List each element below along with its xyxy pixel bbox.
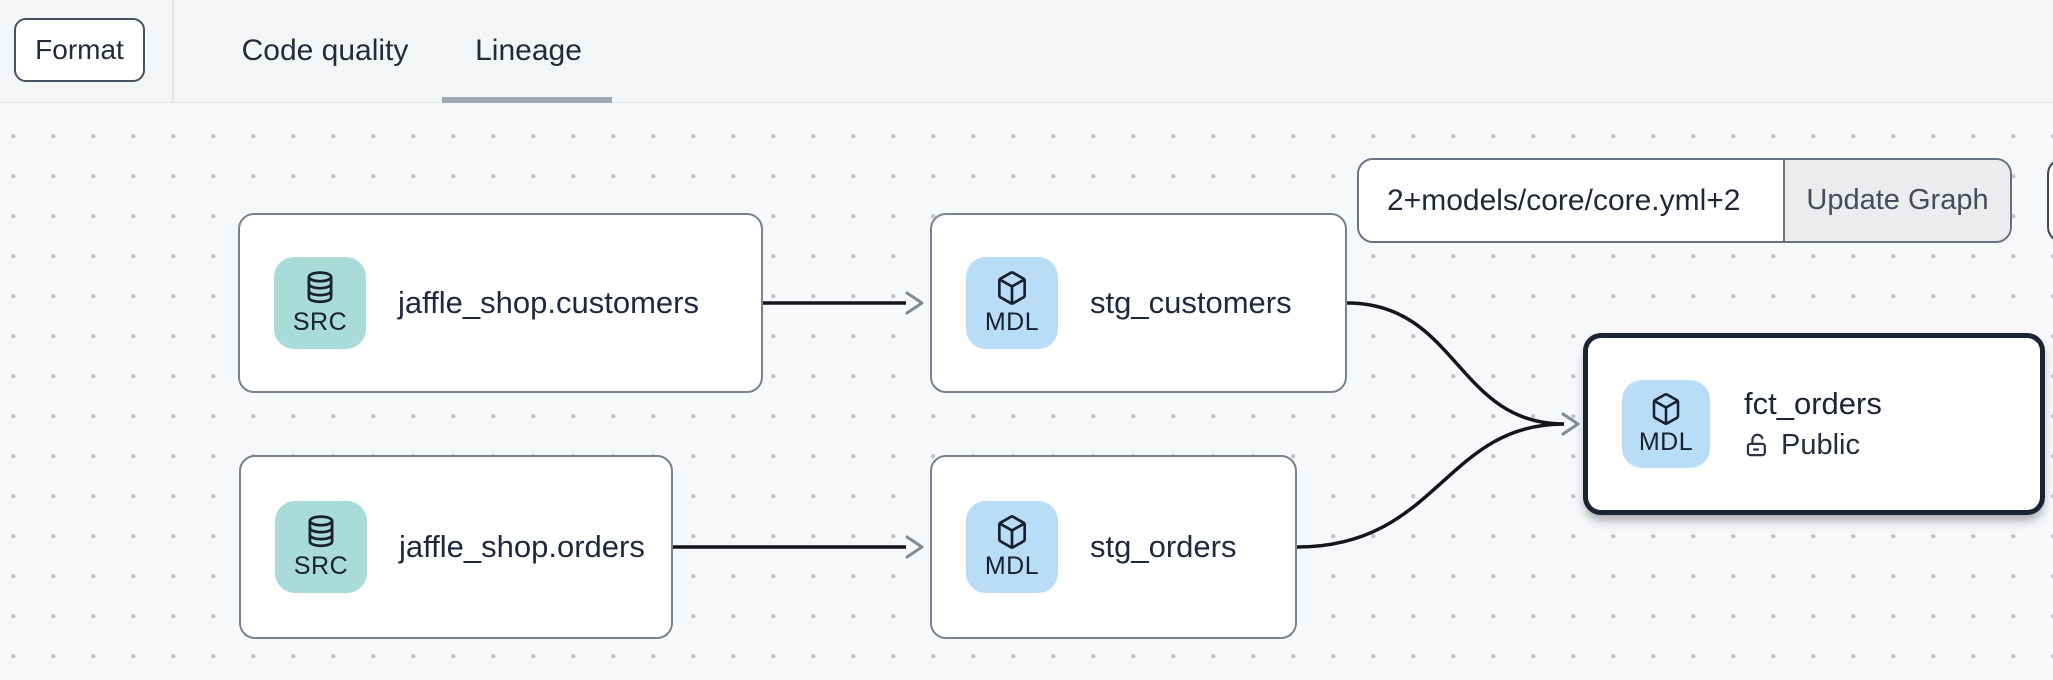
toolbar: Format Code quality Lineage	[0, 0, 2053, 103]
active-tab-underline	[442, 97, 612, 103]
source-badge: SRC	[275, 501, 367, 593]
badge-label: SRC	[292, 308, 348, 336]
badge-label: MDL	[984, 552, 1040, 580]
badge-label: MDL	[1638, 428, 1694, 456]
node-label: stg_orders	[1090, 529, 1237, 564]
node-model-fct-orders[interactable]: MDL fct_orders Public	[1583, 333, 2045, 515]
tab-lineage[interactable]: Lineage	[475, 34, 582, 67]
cube-icon	[997, 515, 1027, 549]
node-source-jaffle-shop-orders[interactable]: SRC jaffle_shop.orders	[239, 455, 673, 639]
clipped-right-button[interactable]	[2047, 158, 2053, 243]
cube-icon	[1652, 393, 1680, 425]
update-graph-button[interactable]: Update Graph	[1783, 160, 2010, 241]
model-badge: MDL	[966, 501, 1058, 593]
edges-layer	[673, 291, 1580, 559]
arrowhead-icon	[1561, 412, 1580, 436]
edge-stg-orders-to-fct	[1296, 422, 1565, 549]
access-label: Public	[1781, 429, 1860, 461]
lineage-canvas[interactable]: SRC jaffle_shop.customers MDL stg_custom…	[0, 103, 2053, 680]
cube-icon	[997, 271, 1027, 305]
database-icon	[308, 515, 334, 548]
model-badge: MDL	[1622, 380, 1710, 468]
source-badge: SRC	[274, 257, 366, 349]
badge-label: SRC	[293, 552, 349, 580]
format-button[interactable]: Format	[14, 18, 145, 82]
node-label: jaffle_shop.customers	[398, 285, 699, 320]
lineage-filter-group: Update Graph	[1357, 158, 2012, 243]
database-icon	[307, 271, 333, 304]
node-access-row: Public	[1744, 429, 1882, 462]
lineage-filter-input[interactable]	[1359, 160, 1783, 241]
node-label: stg_customers	[1090, 285, 1292, 320]
node-model-stg-orders[interactable]: MDL stg_orders	[930, 455, 1297, 639]
unlock-icon	[1746, 433, 1766, 457]
arrowhead-icon	[905, 535, 924, 559]
toolbar-divider	[172, 0, 174, 102]
edge-stg-customers-to-fct	[1346, 301, 1565, 426]
node-label: jaffle_shop.orders	[399, 529, 645, 564]
badge-label: MDL	[984, 308, 1040, 336]
tab-code-quality[interactable]: Code quality	[241, 34, 409, 67]
node-label: fct_orders	[1744, 386, 1882, 421]
node-source-jaffle-shop-customers[interactable]: SRC jaffle_shop.customers	[238, 213, 763, 393]
arrowhead-icon	[905, 291, 924, 315]
model-badge: MDL	[966, 257, 1058, 349]
node-model-stg-customers[interactable]: MDL stg_customers	[930, 213, 1347, 393]
